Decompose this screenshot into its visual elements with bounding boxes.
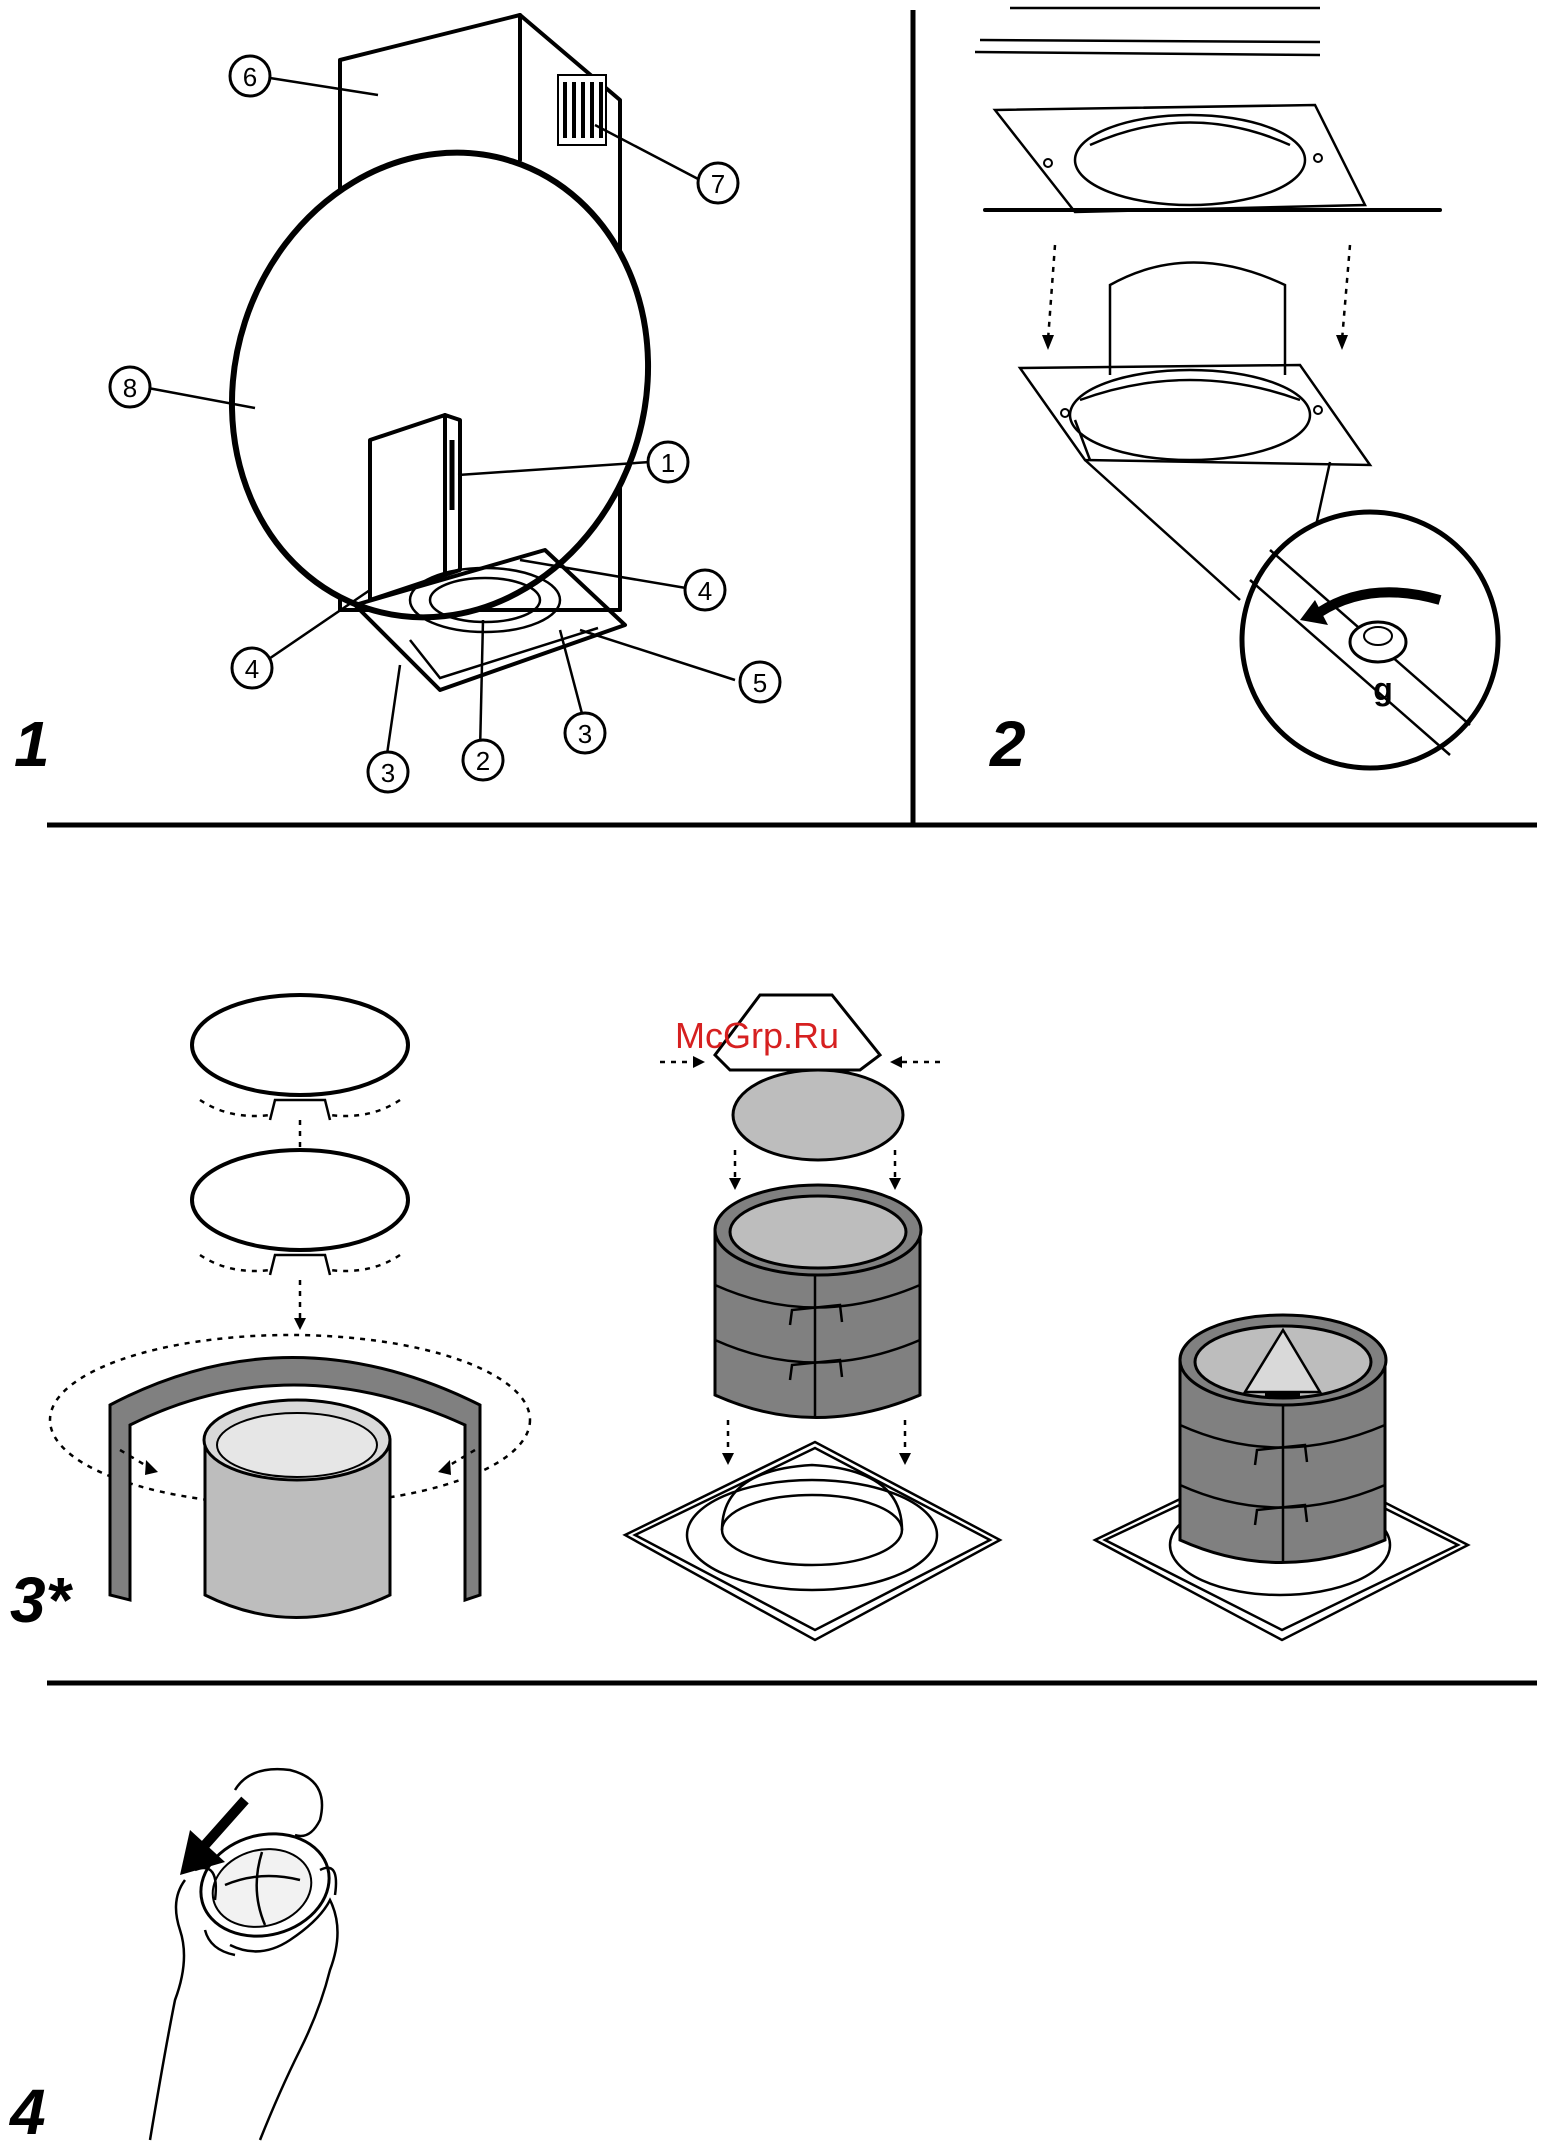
callout-6: 6 — [230, 56, 270, 96]
figure-3-left-filter-assembly — [50, 995, 530, 1618]
callout-3-right: 3 — [565, 713, 605, 753]
callout-2: 2 — [463, 740, 503, 780]
svg-text:1: 1 — [661, 448, 675, 478]
svg-text:3: 3 — [381, 758, 395, 788]
figure-number-4: 4 — [10, 2080, 46, 2144]
watermark-text: McGrp.Ru — [675, 1015, 839, 1057]
svg-text:6: 6 — [243, 62, 257, 92]
svg-text:3: 3 — [578, 719, 592, 749]
figure-4-hand-bulb-removal — [150, 1769, 341, 2140]
figure-3-middle-filter-stack — [625, 995, 1000, 1640]
figure-2-mounting-plate: g — [975, 8, 1498, 768]
callout-4-left: 4 — [232, 648, 272, 688]
figure-number-3: 3* — [10, 1568, 71, 1632]
figure-number-2: 2 — [990, 712, 1026, 776]
callout-5: 5 — [740, 662, 780, 702]
svg-text:7: 7 — [711, 169, 725, 199]
detail-label-g: g — [1373, 671, 1393, 707]
callout-4-right: 4 — [685, 570, 725, 610]
callout-3-left: 3 — [368, 752, 408, 792]
svg-text:4: 4 — [698, 576, 712, 606]
figure-number-1: 1 — [14, 712, 50, 776]
svg-text:4: 4 — [245, 654, 259, 684]
svg-text:2: 2 — [476, 746, 490, 776]
callout-1: 1 — [648, 442, 688, 482]
callout-7: 7 — [698, 163, 738, 203]
glass-disc — [172, 98, 707, 672]
vent-grille — [558, 75, 606, 145]
figure-3-right-assembled-filter — [1095, 1315, 1468, 1640]
svg-text:8: 8 — [123, 373, 137, 403]
callout-8: 8 — [110, 367, 150, 407]
svg-text:5: 5 — [753, 668, 767, 698]
